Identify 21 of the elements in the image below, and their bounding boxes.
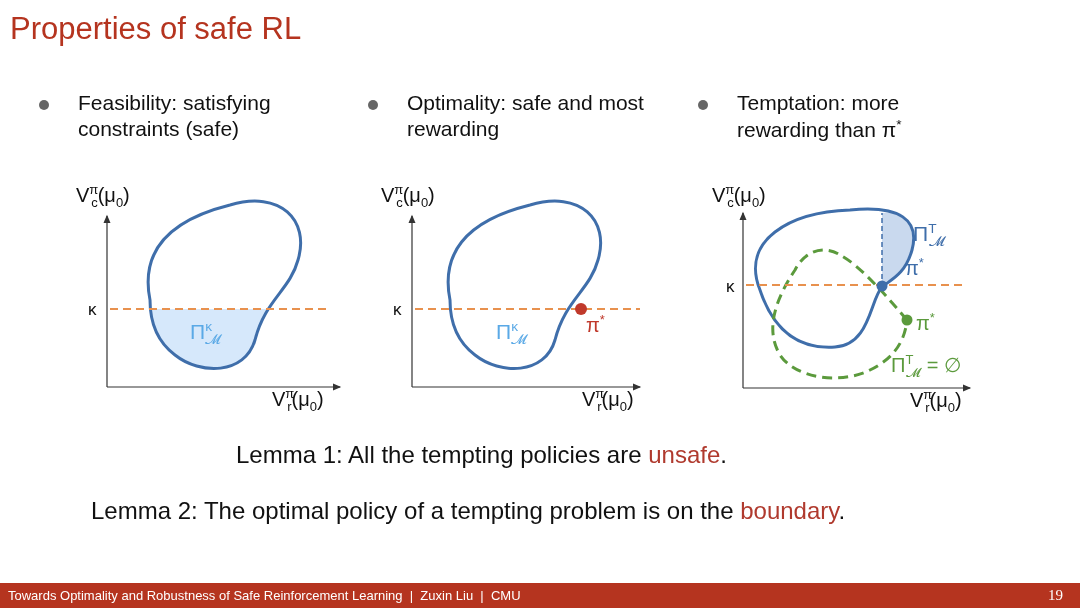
slide-title: Properties of safe RL — [10, 10, 302, 48]
axis-label: V$^{π}$$_{c}$(μ$_{0}$) — [381, 182, 435, 211]
page-number: 19 — [1048, 586, 1063, 605]
bullet-text: Temptation: more rewarding than π$^{*}$ — [737, 90, 903, 144]
axis-label: V$^{π}$$_{r}$(μ$_{0}$) — [910, 387, 962, 416]
point-label: π$^{*}$ — [905, 255, 924, 281]
threshold-label: κ — [88, 299, 97, 321]
axis-label: V$^{π}$$_{c}$(μ$_{0}$) — [76, 182, 130, 211]
point-label: π$^{*}$ — [916, 310, 935, 336]
set-label: Π$^{T}$$_{𝓜}$ = ∅ — [891, 352, 962, 381]
threshold-label: κ — [726, 276, 735, 298]
footer-text: Towards Optimality and Robustness of Safe Reinforcement Learning | Zuxin Liu | CMU — [8, 588, 521, 605]
bullet-text: Optimality: safe and most rewarding — [407, 90, 645, 143]
threshold-label: κ — [393, 299, 402, 321]
bullet-text: Feasibility: satisfying constraints (safe) — [78, 90, 272, 143]
point-label: π$^{*}$ — [586, 312, 605, 338]
lemma-text: Lemma 2: The optimal policy of a tempting problem is on the boundary. — [91, 496, 846, 526]
axis-label: V$^{π}$$_{r}$(μ$_{0}$) — [582, 386, 634, 415]
axis-label: V$^{π}$$_{r}$(μ$_{0}$) — [272, 386, 324, 415]
lemma-text: Lemma 1: All the tempting policies are unsafe. — [236, 440, 727, 470]
axis-label: V$^{π}$$_{c}$(μ$_{0}$) — [712, 182, 766, 211]
